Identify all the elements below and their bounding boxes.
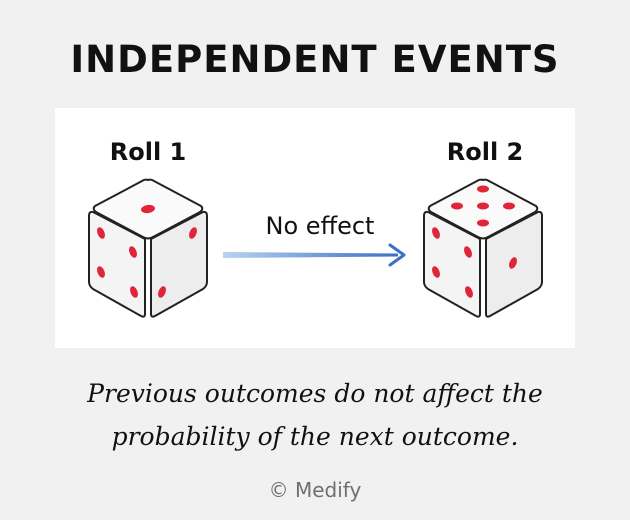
die-2-right-pip <box>509 257 517 269</box>
die-2-top-pip <box>451 202 463 210</box>
caption-line-2: probability of the next outcome. <box>111 422 519 451</box>
caption: Previous outcomes do not affect the prob… <box>0 372 630 458</box>
die-2-top-pip <box>477 219 489 227</box>
die-2-left-pip <box>432 227 440 239</box>
die-roll-2-icon <box>423 178 543 318</box>
die-2-left-pip <box>464 246 472 258</box>
no-effect-label: No effect <box>265 212 375 240</box>
caption-line-1: Previous outcomes do not affect the <box>87 379 543 408</box>
roll-1-label: Roll 1 <box>109 138 187 166</box>
copyright-credit: © Medify <box>268 478 362 502</box>
arrow-right-icon <box>223 243 406 267</box>
die-2-left-pip <box>432 266 440 278</box>
die-1-left-pip <box>97 266 105 278</box>
diagram-title: INDEPENDENT EVENTS <box>70 38 560 81</box>
die-2-top-pip <box>477 185 489 193</box>
dice-panel: Roll 1 Roll 2 No effect <box>55 108 575 348</box>
die-2-top-pip <box>477 202 489 210</box>
roll-2-label: Roll 2 <box>446 138 524 166</box>
die-1-left-pip <box>130 286 138 298</box>
die-1-left-pip <box>97 227 105 239</box>
die-roll-1-icon <box>88 178 208 318</box>
die-1-right-pip <box>158 286 166 298</box>
die-2-top-pip <box>503 202 515 210</box>
die-1-top-pip <box>141 204 155 214</box>
die-1-left-pip <box>129 246 137 258</box>
die-1-right-pip <box>189 227 197 239</box>
die-2-left-pip <box>465 286 473 298</box>
